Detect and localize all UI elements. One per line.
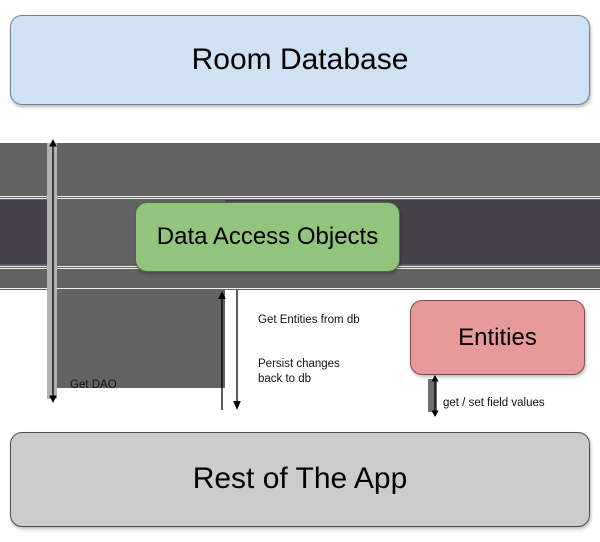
shade-hairline: [0, 198, 600, 199]
connector-get-entities: [218, 291, 226, 410]
node-entities[interactable]: Entities: [410, 300, 585, 375]
node-rest-of-the-app[interactable]: Rest of The App: [10, 432, 590, 527]
edge-label-get-dao: Get DAO: [70, 379, 117, 391]
node-entities-label: Entities: [458, 323, 537, 351]
edge-label-persist-changes: Persist changes back to db: [258, 358, 340, 385]
edge-label-get-entities: Get Entities from db: [258, 314, 360, 326]
node-room-database-label: Room Database: [191, 42, 409, 76]
connector-persist-changes: [233, 290, 241, 410]
node-data-access-objects-label: Data Access Objects: [156, 223, 379, 251]
edge-label-field-values: get / set field values: [443, 397, 545, 409]
connector-get-dao: [47, 139, 57, 403]
shade-hairline: [0, 288, 600, 289]
node-room-database[interactable]: Room Database: [10, 15, 590, 105]
node-rest-of-the-app-label: Rest of The App: [192, 462, 408, 496]
node-data-access-objects[interactable]: Data Access Objects: [135, 202, 400, 272]
shade-hairline: [0, 196, 600, 197]
